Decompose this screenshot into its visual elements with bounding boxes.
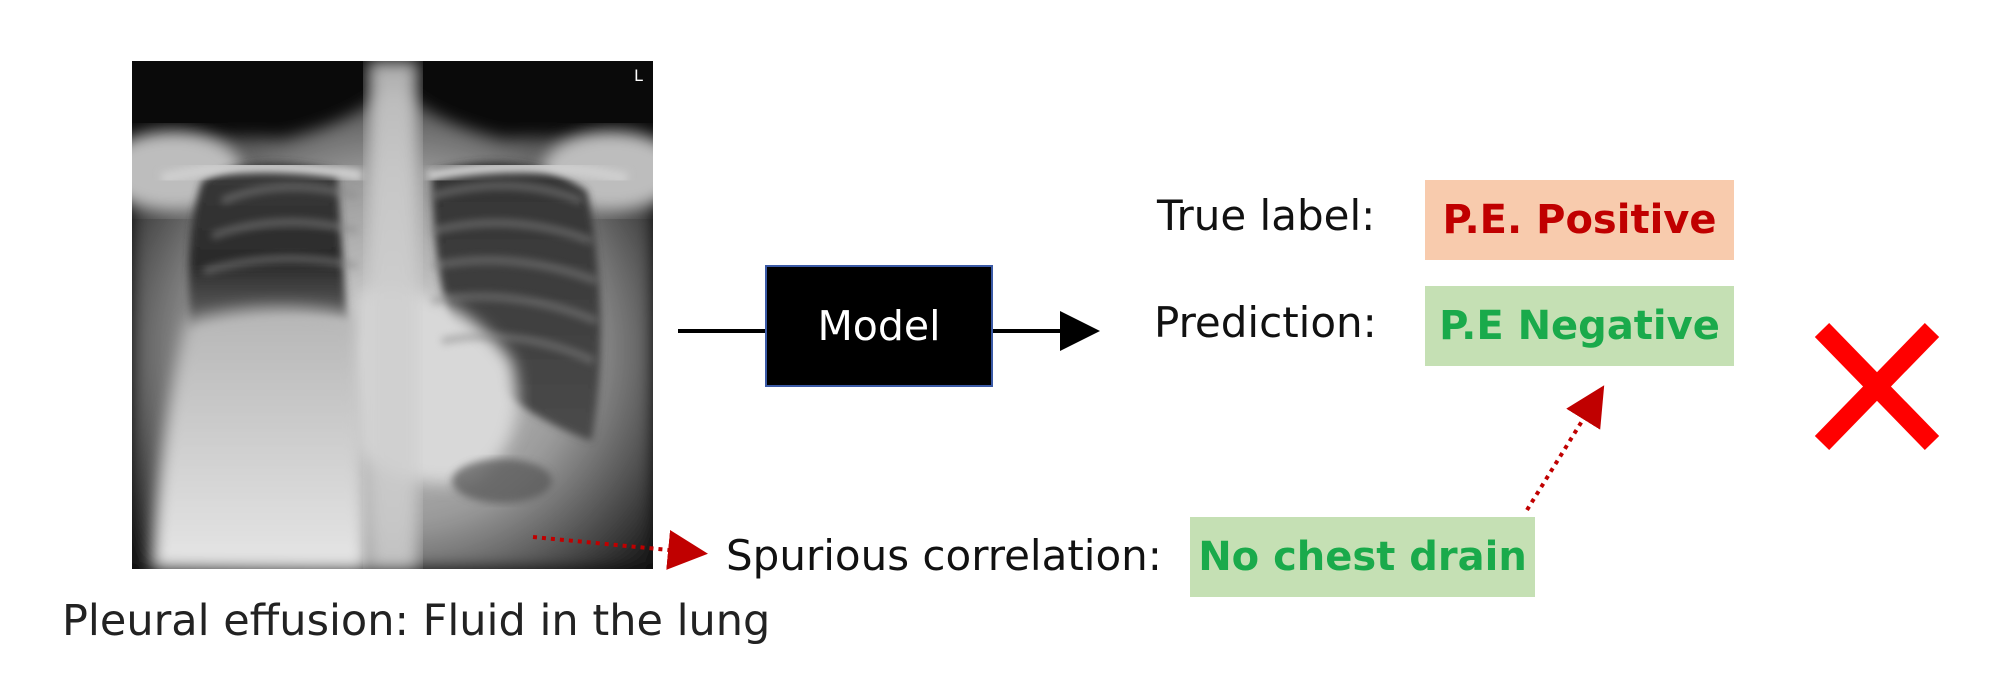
xray-corner-marker: L (634, 66, 643, 85)
model-label: Model (817, 302, 941, 350)
spurious-correlation-value: No chest drain (1198, 534, 1527, 580)
chest-xray-image: L (132, 61, 653, 569)
true-label-value: P.E. Positive (1442, 197, 1717, 243)
prediction-value: P.E Negative (1439, 303, 1720, 349)
true-label-caption: True label: (1157, 191, 1376, 240)
xray-caption: Pleural effusion: Fluid in the lung (62, 596, 771, 646)
prediction-caption: Prediction: (1154, 298, 1377, 347)
spurious-correlation-caption: Spurious correlation: (726, 531, 1162, 580)
prediction-tag: P.E Negative (1425, 286, 1734, 366)
red-cross-icon (1814, 323, 1940, 450)
spurious-correlation-tag: No chest drain (1190, 517, 1535, 597)
true-label-tag: P.E. Positive (1425, 180, 1734, 260)
xray-graphic: L (132, 61, 653, 569)
model-block: Model (765, 265, 993, 387)
spurious-to-prediction-arrow (1525, 385, 1605, 512)
